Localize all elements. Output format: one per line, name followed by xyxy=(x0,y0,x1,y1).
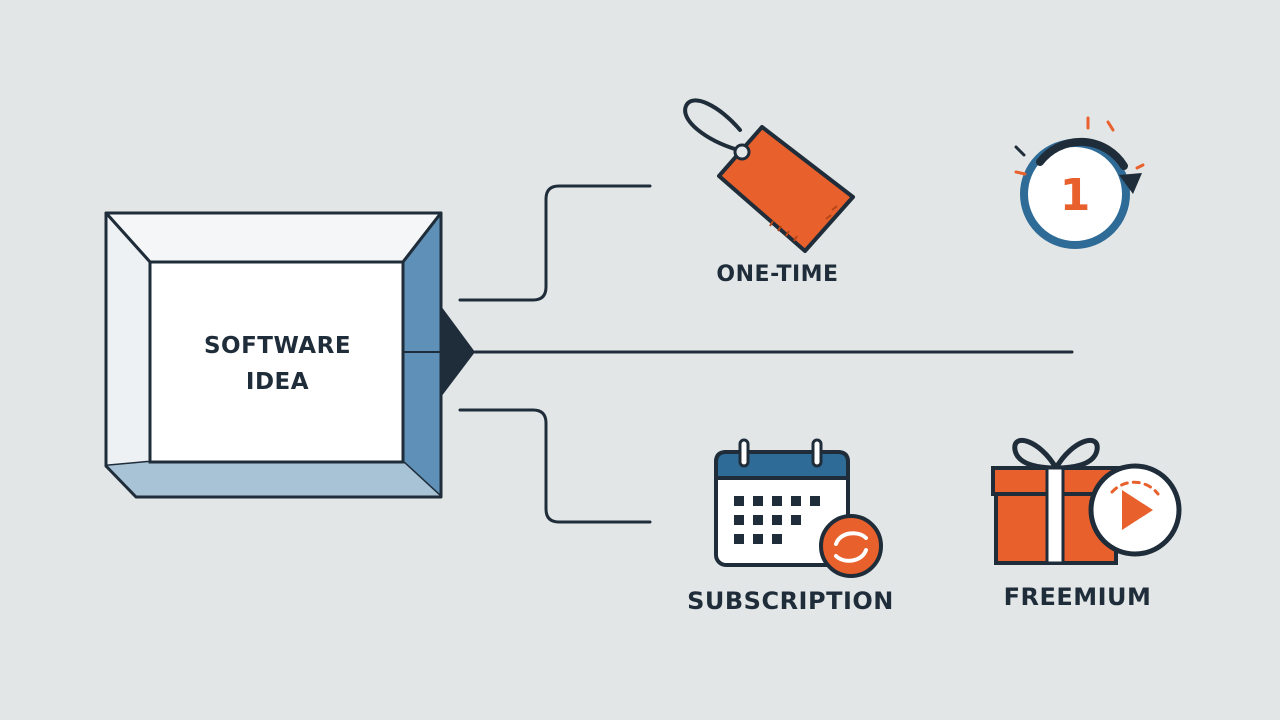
calendar-icon xyxy=(714,438,850,567)
clock-number: 1 xyxy=(1060,170,1091,221)
software-idea-label: SOFTWARE IDEA xyxy=(150,328,405,400)
renewal-badge-icon xyxy=(819,514,883,578)
price-tag-icon xyxy=(683,98,855,253)
one-time-payment-clock-icon: 1 xyxy=(1014,116,1145,249)
connector-lines xyxy=(458,184,1074,524)
software-idea-line2: IDEA xyxy=(245,369,310,395)
play-icon xyxy=(1088,463,1182,557)
connector-one-time xyxy=(458,184,652,302)
one-time-label: ONE-TIME xyxy=(716,262,839,287)
subscription-label: SUBSCRIPTION xyxy=(687,587,894,615)
freemium-label: FREEMIUM xyxy=(1003,583,1152,611)
connector-subscription xyxy=(458,408,652,524)
software-idea-line1: SOFTWARE xyxy=(203,333,352,359)
software-idea-box xyxy=(104,211,475,499)
